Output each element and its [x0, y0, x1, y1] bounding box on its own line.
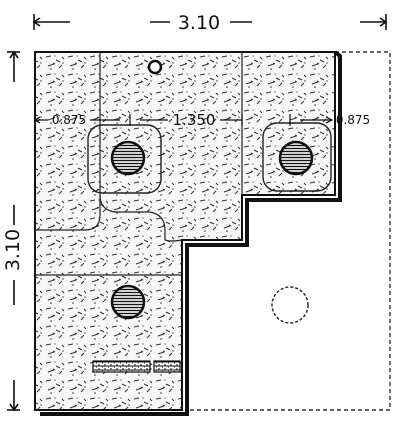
floor-shadow-edge — [40, 50, 342, 416]
drain-left — [110, 140, 146, 176]
drain-dashed-outline — [271, 286, 309, 324]
drain-bottom — [110, 284, 146, 320]
tiled-floor-area — [34, 51, 336, 411]
left-dimension-line — [7, 50, 20, 412]
bench-left-block — [92, 360, 151, 373]
top-dimension-line — [32, 14, 388, 30]
drain-top-small — [147, 59, 163, 75]
partition-curve-left — [35, 210, 101, 231]
drain-tray-right — [262, 122, 332, 192]
drain-right — [278, 140, 314, 176]
partition-curve-mid — [99, 194, 183, 242]
left-segment-dimension-label: 0.875 — [52, 113, 86, 127]
dashed-room-outline — [185, 51, 391, 411]
top-total-dimension-label: 3.10 — [178, 12, 220, 34]
middle-segment-dimension-label: 1.350 — [173, 111, 216, 129]
drain-tray-left — [87, 124, 162, 194]
left-total-dimension-label: 3.10 — [2, 229, 24, 271]
inner-dimension-line — [33, 114, 334, 126]
bench-right-block — [153, 360, 181, 373]
right-segment-dimension-label: 0.875 — [336, 113, 370, 127]
